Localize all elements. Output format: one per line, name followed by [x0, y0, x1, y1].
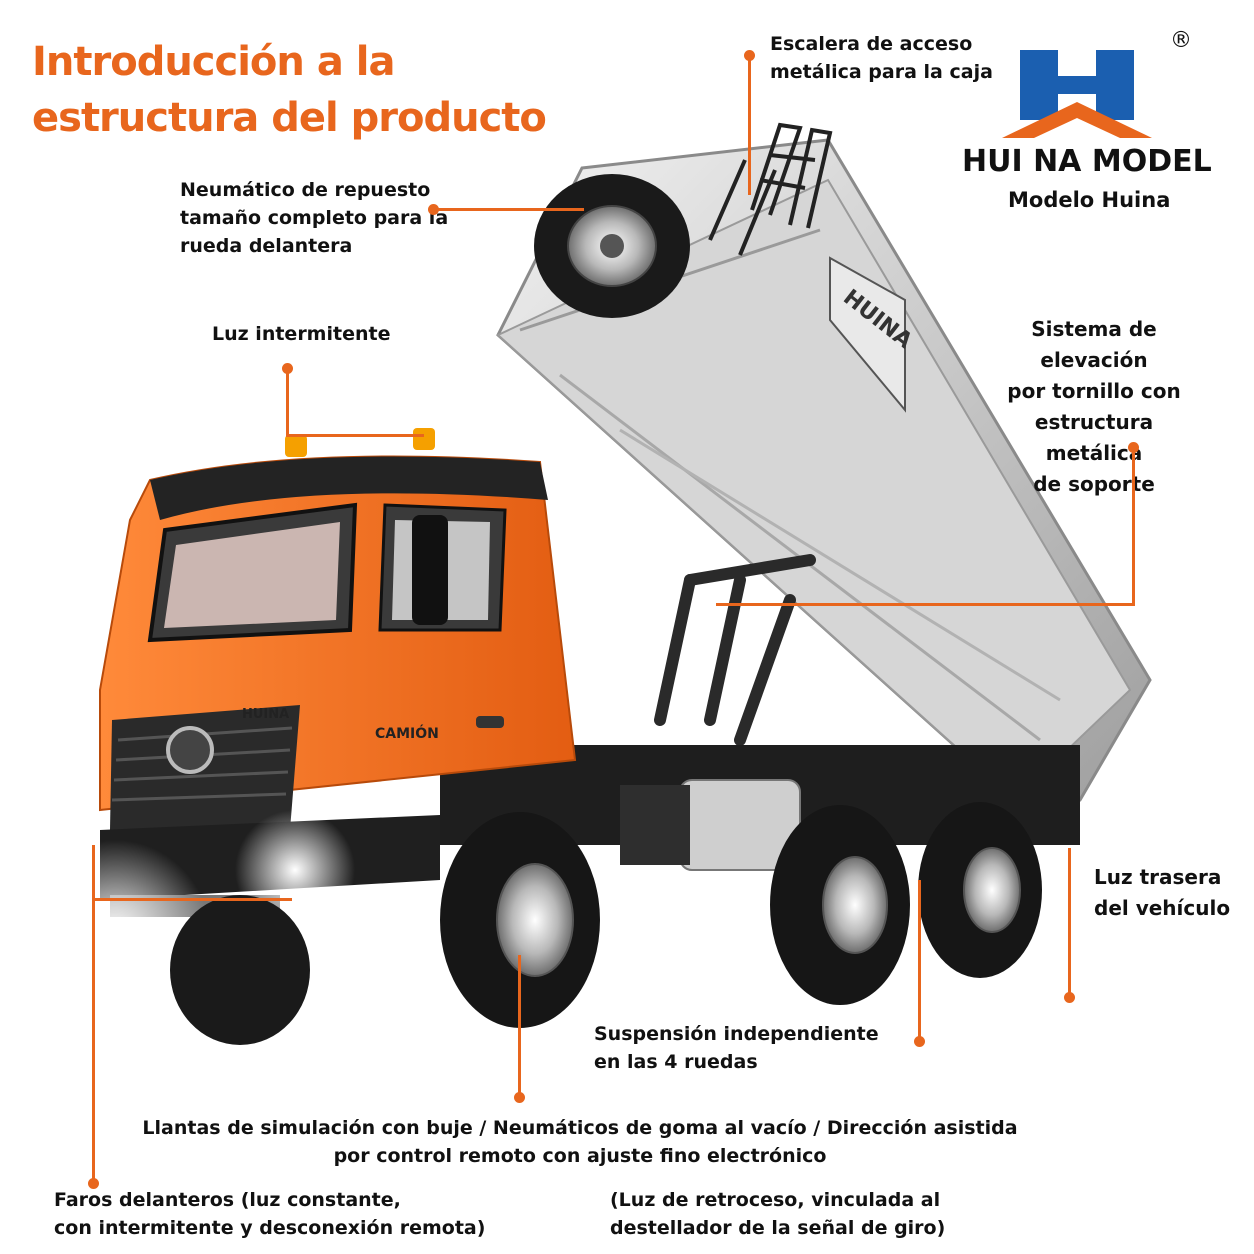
suspension-marker	[914, 1036, 925, 1047]
callout-reverse-light: (Luz de retroceso, vinculada al destella…	[610, 1189, 946, 1239]
wheels-leader	[518, 955, 521, 1095]
bed-ladder	[708, 122, 833, 256]
brand-name: HUI NA MODEL	[962, 144, 1212, 179]
callout-lift-system: Sistema de elevación por tornillo con es…	[1007, 317, 1181, 496]
spare-tire	[534, 174, 690, 318]
spare-tire-marker	[428, 204, 439, 215]
registered-mark: ®	[1170, 28, 1192, 53]
grille-brand-label: HUINA	[242, 707, 289, 722]
beacon-leader-horizontal	[286, 434, 424, 437]
lift-leader-horizontal	[716, 603, 1134, 606]
ladder-leader	[748, 55, 751, 195]
wheels	[170, 802, 1042, 1045]
beacon-leader-vertical	[286, 368, 289, 436]
callout-headlights: Faros delanteros (luz constante, con int…	[54, 1189, 486, 1239]
callout-ladder: Escalera de acceso metálica para la caja	[770, 33, 993, 83]
lift-leader-vertical	[1132, 446, 1135, 606]
headlights-leader-horizontal	[92, 898, 292, 901]
title-line-2: estructura del producto	[32, 95, 547, 141]
callout-suspension: Suspensión independiente en las 4 ruedas	[594, 1023, 879, 1073]
suspension-leader	[918, 880, 921, 1040]
page-title: Introducción a la estructura del product…	[32, 34, 592, 146]
dump-bed: HUINA	[496, 138, 1152, 802]
tail-light-leader	[1068, 848, 1071, 996]
callout-wheels: Llantas de simulación con buje / Neumáti…	[142, 1117, 1018, 1167]
tail-light-marker	[1064, 992, 1075, 1003]
wheels-marker	[514, 1092, 525, 1103]
huina-logo-icon	[1002, 50, 1152, 138]
headlight-glow-lower	[20, 840, 210, 1030]
callout-tail-light: Luz trasera del vehículo	[1094, 865, 1231, 920]
callout-beacon: Luz intermitente	[212, 323, 391, 345]
door-label: CAMIÓN	[375, 724, 439, 742]
headlights-marker	[88, 1178, 99, 1189]
callout-spare-tire: Neumático de repuesto tamaño completo pa…	[180, 179, 449, 257]
title-line-1: Introducción a la	[32, 39, 395, 85]
spare-tire-leader	[434, 208, 584, 211]
brand-subtitle: Modelo Huina	[1008, 188, 1171, 212]
headlights-leader-vertical	[92, 845, 95, 1183]
cab: CAMIÓN HUINA	[99, 428, 577, 917]
